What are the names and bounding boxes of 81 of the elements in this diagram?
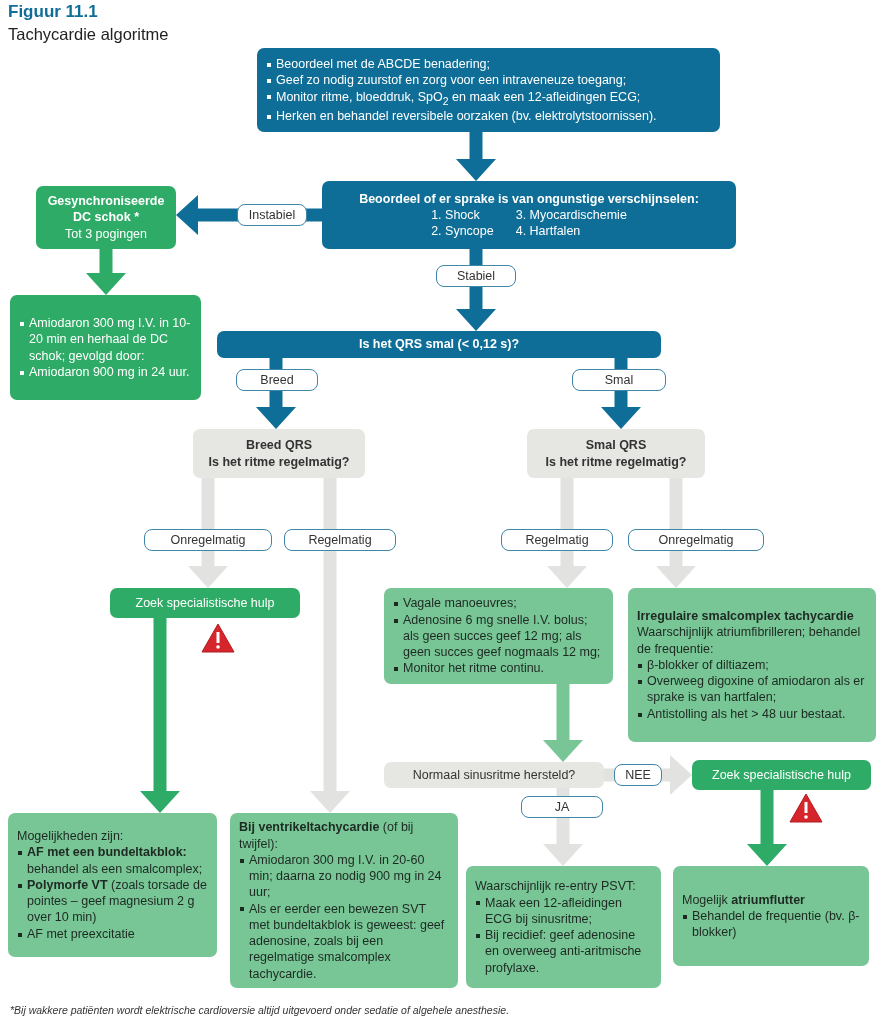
box-text: Zoek specialistische hulp [711,766,852,784]
list-item: 1. Shock [431,206,481,224]
edge-label: Stabiel [436,265,516,287]
bullet-item: Vagale manoeuvres; [393,595,604,612]
box-text: Waarschijnlijk atriumfibrilleren; behandel de frequentie: [637,624,862,657]
action-box [628,588,876,742]
arrow [140,618,180,813]
figure-number: Figuur 11.1 [8,2,98,22]
box-heading: Irregulaire smalcomplex tachycardie [637,608,855,625]
bullet-item: Monitor ritme, bloeddruk, SpO$_{2}$ en maak een 12-afleidingen ECG; [266,88,711,108]
action-box [8,813,217,957]
edge-label: Onregelmatig [144,529,272,551]
arrow [456,132,496,181]
process-box [257,48,720,132]
action-box [692,760,871,790]
bullet-item: Polymorfe VT (zoals torsade de pointes – geef magnesium 2 g over 10 min) [17,876,208,926]
action-box [384,588,613,684]
box-heading: Gesynchroniseerde DC schok * [46,193,166,226]
decision-bar [217,331,661,358]
box-text: Waarschijnlijk re-entry PSVT: [475,878,637,895]
arrow [543,684,583,762]
bullet-item: Maak een 12-afleidingen ECG bij sinusritme; [475,894,652,927]
bullet-item: AF met een bundeltakblok: behandel als een smalcomplex; [17,844,208,877]
arrow [188,478,228,588]
bullet-item: Amiodaron 300 mg I.V. in 10-20 min en herhaal de DC schok; gevolgd door: [19,315,192,364]
bullet-item: Bij recidief: geef adenosine en overweeg anti-aritmische profylaxe. [475,927,652,976]
bullet-item: AF met preexcitatie [17,925,208,942]
box-text: Tot 3 pogingen [64,225,148,242]
box-heading: Smal QRS [584,437,648,454]
action-box [673,866,869,966]
arrow [456,249,496,331]
list-item: 4. Hartfalen [515,223,582,240]
action-box [230,813,458,988]
edge-label: Instabiel [237,204,307,226]
box-text: Normaal sinusritme hersteld? [411,766,577,784]
decision-box [384,762,604,788]
arrow [86,249,126,295]
action-box [466,866,661,988]
bullet-item: Amiodaron 300 mg I.V. in 20-60 min; daarna zo nodig 900 mg in 24 uur; [239,851,449,901]
box-text: Bij ventrikeltachycardie (of bij twijfel): [239,819,415,852]
decision-box [193,429,365,478]
action-box [36,186,176,249]
footnote: *Bij wakkere patiënten wordt elektrische cardioversie altijd uitgevoerd onder sedatie of algehele anesthesie. [10,1004,510,1016]
bullet-item: Amiodaron 900 mg in 24 uur. [19,363,192,380]
bullet-item: β-blokker of diltiazem; [637,656,867,674]
arrow [310,478,350,813]
box-heading: Beoordeel of er sprake is van ongunstige verschijnselen: [358,190,700,207]
box-heading: Breed QRS [245,437,313,454]
bullet-item: Antistolling als het > 48 uur bestaat. [637,705,867,722]
edge-label: JA [521,796,603,818]
bullet-item: Herken en behandel reversibele oorzaken (bv. elektrolytstoornissen). [266,107,711,124]
action-box [10,295,201,400]
bullet-item: Als er eerder een bewezen SVT met bundeltakblok is geweest: geef adenosine, zoals bij een regelmatige smalcomplex tachycardie. [239,900,449,982]
bullet-item: Monitor het ritme continu. [393,660,604,677]
arrow [543,788,583,866]
box-heading: Is het QRS smal (< 0,12 s)? [357,336,521,353]
bullet-item: Geef zo nodig zuurstof en zorg voor een intraveneuze toegang; [266,72,711,89]
arrow [547,478,587,588]
decision-box [322,181,736,249]
bullet-item: Adenosine 6 mg snelle I.V. bolus; als geen succes geef 12 mg; als geen succes geef nogmaals 12 mg; [393,611,604,661]
list-item: 2. Syncope [431,223,494,240]
arrow [656,478,696,588]
arrow [747,790,787,866]
box-text: Mogelijk atriumflutter [682,891,806,908]
edge-label: NEE [614,764,662,786]
edge-label: Onregelmatig [628,529,764,551]
diagram-title: Tachycardie algoritme [8,25,169,44]
bullet-item: Beoordeel met de ABCDE benadering; [266,56,711,73]
edge-label: Smal [572,369,666,391]
box-heading: Is het ritme regelmatig? [544,453,688,470]
box-text: Mogelijkheden zijn: [17,828,125,845]
bullet-item: Behandel de frequentie (bv. β-blokker) [682,907,860,941]
edge-label: Regelmatig [501,529,613,551]
bullet-item: Overweeg digoxine of amiodaron als er sprake is van hartfalen; [637,673,867,706]
action-box [110,588,300,618]
edge-label: Breed [236,369,318,391]
box-text: Zoek specialistische hulp [134,594,276,612]
decision-box [527,429,705,478]
edge-label: Regelmatig [284,529,396,551]
list-item: 3. Myocardischemie [515,206,627,224]
box-heading: Is het ritme regelmatig? [207,453,351,470]
